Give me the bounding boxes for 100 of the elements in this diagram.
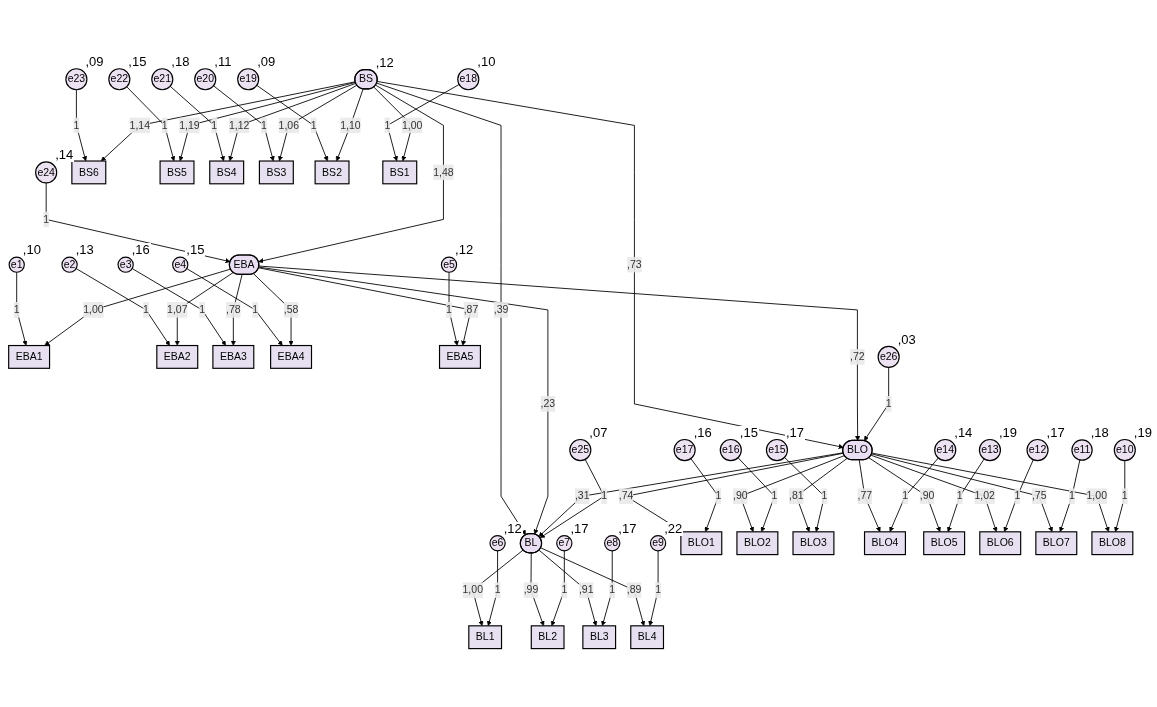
node-box: BLO4: [863, 530, 906, 555]
variance-label: ,09: [256, 55, 277, 70]
edge-label: 1: [161, 118, 168, 131]
node-circle: e4: [171, 255, 188, 273]
edge-label: ,58: [283, 303, 298, 315]
edge-label: ,91: [578, 583, 594, 596]
edge-label: 1,14: [129, 118, 150, 131]
edge-label: 1,06: [278, 118, 299, 131]
edge-label: 1,00: [1086, 489, 1107, 502]
edge-label: ,73: [626, 258, 642, 270]
node-circle: e22: [107, 67, 130, 90]
edge-label: 1,00: [462, 583, 483, 596]
edge-label: 1: [560, 583, 567, 596]
edge-label: ,81: [788, 489, 804, 502]
edge-label: 1: [72, 118, 79, 131]
edge-label: ,77: [856, 489, 872, 502]
node-box: EBA1: [7, 344, 50, 369]
node-box: BL1: [467, 624, 502, 649]
variance-label: ,10: [21, 243, 42, 258]
edge-label: 1,07: [166, 303, 187, 315]
edge-label: 1: [260, 118, 267, 131]
edge-label: ,39: [493, 303, 508, 315]
edge-label: 1: [885, 397, 892, 409]
node-box: BLO2: [735, 530, 778, 555]
node-circle: e17: [673, 438, 696, 461]
node-circle: e11: [1070, 438, 1093, 461]
edge-label: 1,00: [401, 118, 422, 131]
edge-label: 1: [310, 118, 317, 131]
edge-label: 1: [198, 303, 205, 315]
node-box: BS5: [159, 159, 195, 184]
variance-label: ,10: [476, 55, 497, 70]
node-circle: e16: [719, 438, 742, 461]
node-box: BS3: [258, 159, 294, 184]
node-box: EBA5: [438, 344, 481, 369]
variance-label: ,17: [617, 521, 638, 536]
edge-label: 1: [42, 212, 49, 225]
edge-label: 1: [600, 489, 607, 502]
node-circle: e24: [34, 160, 57, 183]
edge-label: 1: [383, 118, 390, 131]
node-box: BLO5: [922, 530, 965, 555]
node-circle: e20: [193, 67, 216, 90]
edge-label: 1: [771, 489, 777, 502]
variance-label: ,14: [953, 426, 974, 441]
node-circle: e5: [440, 255, 457, 273]
edge-label: 1: [608, 583, 615, 596]
edge-label: ,90: [732, 489, 748, 502]
node-circle: e8: [603, 534, 620, 551]
edge-label: ,72: [849, 350, 865, 362]
node-circle: e9: [649, 534, 666, 551]
edge-label: 1,48: [432, 165, 454, 178]
variance-label: ,09: [84, 55, 105, 70]
edge-label: ,31: [574, 489, 590, 502]
edge-label: ,87: [463, 303, 478, 315]
edge-label: 1,02: [973, 489, 995, 502]
node-box: EBA2: [155, 344, 198, 369]
edge-label: ,99: [523, 583, 538, 596]
variance-label: ,16: [692, 426, 713, 441]
variance-label: ,07: [588, 426, 609, 441]
variance-label: ,17: [784, 426, 806, 441]
node-box: BL3: [581, 624, 616, 649]
node-box: BLO6: [978, 530, 1021, 555]
variance-label: ,15: [127, 55, 148, 70]
node-circle: e23: [64, 67, 87, 90]
edge-label: 1: [1121, 489, 1128, 502]
edge-label: 1: [142, 303, 149, 315]
variance-label: ,12: [502, 521, 523, 536]
node-circle: e19: [236, 67, 259, 90]
edge-label: 1: [714, 489, 721, 502]
variance-label: ,12: [454, 243, 475, 258]
edge-label: ,90: [919, 489, 934, 502]
node-circle: e1: [8, 255, 25, 273]
variance-label: ,12: [374, 56, 395, 71]
node-circle: e6: [488, 534, 506, 551]
node-circle: e12: [1025, 438, 1049, 461]
node-box: BLO3: [791, 530, 834, 555]
variance-label: ,15: [185, 243, 206, 258]
node-circle: e21: [150, 67, 173, 90]
edge-label: 1: [210, 118, 217, 131]
variance-label: ,19: [1132, 426, 1153, 441]
edge-label: ,23: [540, 397, 555, 409]
edge-label: 1: [901, 489, 908, 502]
node-circle: e25: [568, 438, 591, 461]
edge-label: 1: [1068, 489, 1075, 502]
variance-label: ,18: [170, 55, 191, 70]
node-circle: e14: [933, 438, 956, 461]
node-box: EBA4: [269, 344, 312, 369]
node-box: BS6: [70, 159, 106, 184]
edge-label: 1: [445, 303, 452, 315]
node-circle: e18: [456, 67, 479, 90]
node-circle: e13: [978, 438, 1001, 461]
edge-label: 1: [1013, 489, 1020, 502]
node-box: BL4: [629, 624, 664, 649]
variance-label: ,22: [663, 521, 684, 536]
node-circle: e26: [877, 345, 900, 368]
edge-label: 1: [13, 303, 20, 315]
node-box: BLO8: [1090, 530, 1133, 555]
edge-label: 1: [494, 583, 501, 596]
edge-label: 1,10: [339, 118, 361, 131]
edge-label: ,78: [225, 303, 241, 315]
edge-label: 1: [654, 583, 661, 596]
